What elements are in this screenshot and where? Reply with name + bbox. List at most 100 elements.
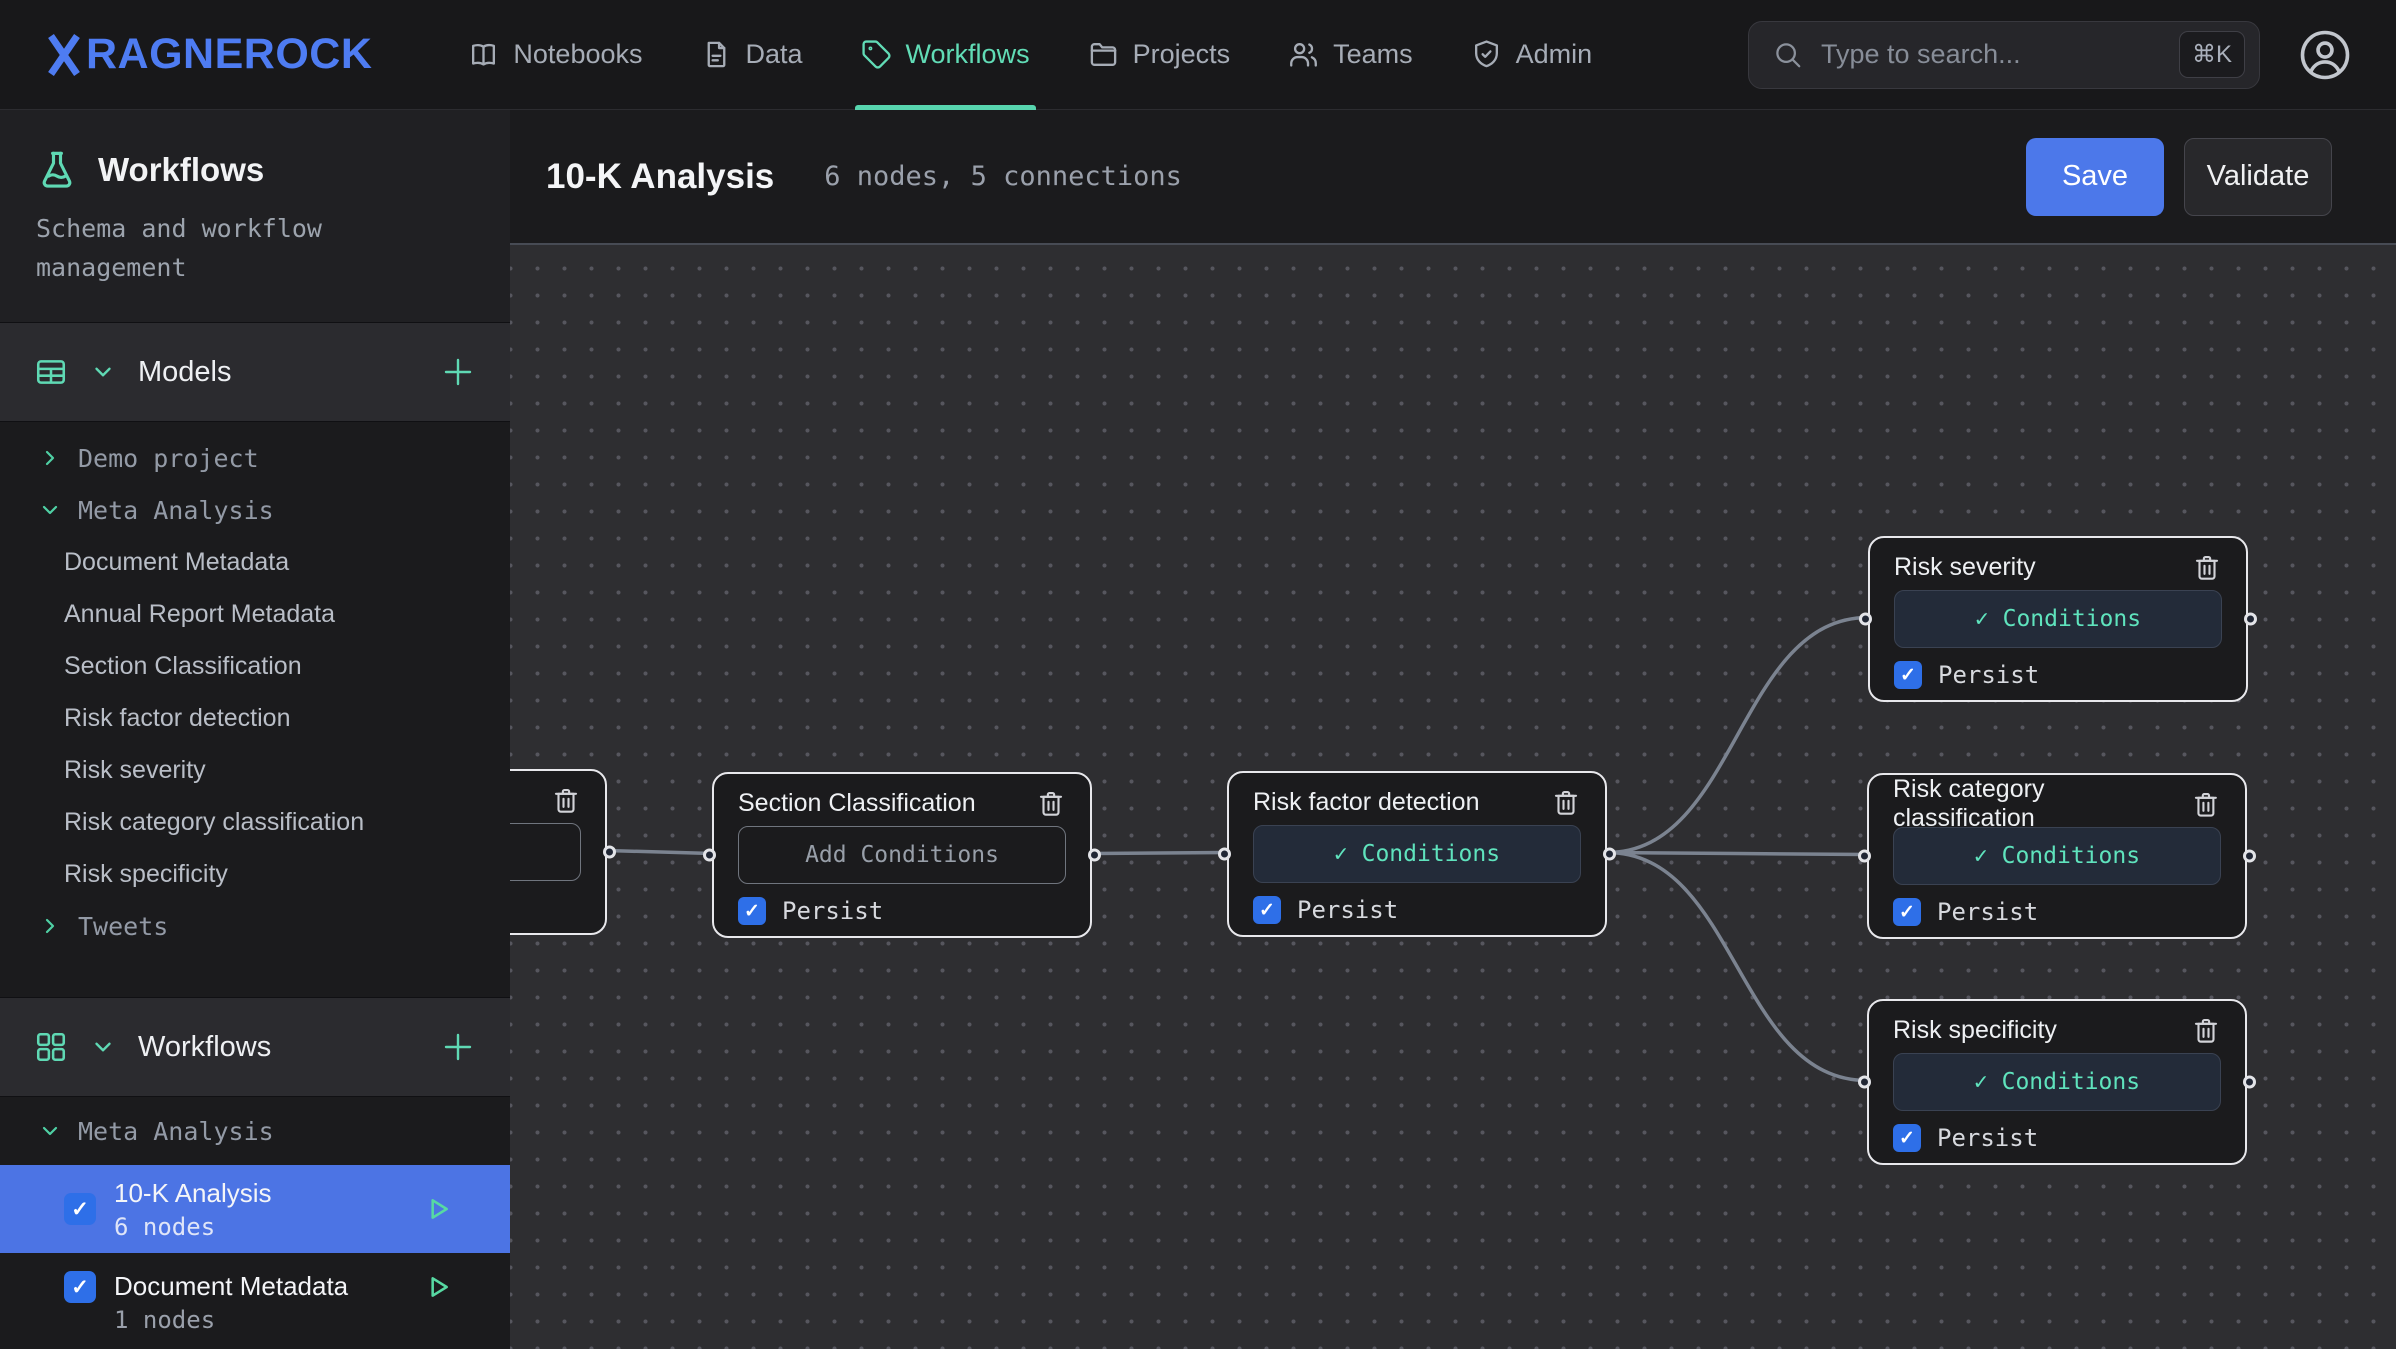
validate-button[interactable]: Validate	[2184, 137, 2332, 216]
nav-admin[interactable]: Admin	[1471, 0, 1593, 110]
add-model-button[interactable]	[440, 354, 476, 390]
tree-item-annual-report-metadata[interactable]: Annual Report Metadata	[64, 599, 336, 628]
run-workflow-icon[interactable]	[422, 1271, 454, 1303]
tree-item-demo-project[interactable]: Demo project	[0, 432, 510, 484]
nav-notebooks[interactable]: Notebooks	[468, 0, 643, 110]
tree-item-risk-specificity[interactable]: Risk specificity	[64, 859, 228, 888]
input-port[interactable]	[1859, 612, 1872, 626]
output-port[interactable]	[603, 845, 616, 859]
add-workflow-button[interactable]	[440, 1029, 476, 1065]
trash-icon[interactable]	[1036, 787, 1066, 819]
edge-risk-factor-to-risk-severity	[1605, 615, 1870, 855]
input-port[interactable]	[1858, 849, 1871, 863]
search-input[interactable]	[1821, 39, 2179, 70]
persist-checkbox[interactable]: ✓	[1894, 661, 1922, 689]
models-section-header[interactable]: Models	[0, 322, 510, 422]
tree-item-risk-factor-detection[interactable]: Risk factor detection	[64, 703, 291, 732]
workflow-checkbox[interactable]: ✓	[64, 1193, 96, 1225]
workflow-canvas[interactable]: ✓ Persist Section Classification Add Con…	[510, 245, 2396, 1349]
workflow-title: 10-K Analysis	[546, 156, 775, 196]
conditions-button[interactable]: ✓ Conditions	[1894, 590, 2222, 648]
output-port[interactable]	[2244, 612, 2257, 626]
nav-data[interactable]: Data	[701, 0, 803, 110]
run-workflow-icon[interactable]	[422, 1193, 454, 1225]
nav-label: Data	[745, 39, 803, 69]
global-search[interactable]: ⌘K	[1748, 20, 2260, 89]
node-risk-specificity[interactable]: Risk specificity ✓ Conditions ✓ Persist	[1858, 999, 2256, 1165]
trash-icon[interactable]	[2191, 788, 2221, 820]
trash-icon[interactable]	[2192, 551, 2222, 583]
output-port[interactable]	[2243, 1075, 2256, 1089]
workflow-item-title: Document Metadata	[114, 1271, 349, 1301]
node-risk-factor-detection[interactable]: Risk factor detection ✓ Conditions ✓ Per…	[1218, 771, 1616, 937]
edge-section-to-risk-factor	[1090, 850, 1229, 856]
persist-checkbox[interactable]: ✓	[1253, 896, 1281, 924]
nav-workflows[interactable]: Workflows	[854, 0, 1036, 110]
editor-header: 10-K Analysis 6 nodes, 5 connections Sav…	[510, 110, 2396, 245]
persist-label: Persist	[782, 897, 884, 925]
tree-item-meta-analysis[interactable]: Meta Analysis	[0, 484, 510, 536]
persist-checkbox[interactable]: ✓	[1893, 1124, 1921, 1152]
persist-checkbox[interactable]: ✓	[738, 897, 766, 925]
conditions-button[interactable]	[510, 823, 581, 881]
workflow-edges	[605, 615, 1870, 1083]
model-tree: Demo project Meta Analysis Document Meta…	[0, 422, 510, 952]
top-navigation: RAGNEROCK Notebooks Data Workflows Proje…	[0, 0, 2396, 110]
conditions-button[interactable]: ✓ Conditions	[1893, 827, 2221, 885]
tag-icon	[861, 40, 891, 69]
nav-projects[interactable]: Projects	[1088, 0, 1231, 110]
tree-item-document-metadata[interactable]: Document Metadata	[64, 547, 290, 576]
persist-label: Persist	[1937, 1124, 2039, 1152]
tree-item-risk-category-classification[interactable]: Risk category classification	[64, 807, 365, 836]
chevron-down-icon[interactable]	[90, 1034, 116, 1060]
trash-icon[interactable]	[2191, 1014, 2221, 1046]
persist-label: Persist	[1937, 898, 2039, 926]
trash-icon[interactable]	[551, 784, 581, 816]
edge-risk-factor-to-risk-category	[1605, 850, 1869, 857]
workflows-section-header[interactable]: Workflows	[0, 997, 510, 1097]
node-title: Risk specificity	[1893, 1015, 2057, 1044]
chevron-right-icon	[45, 450, 55, 466]
output-port[interactable]	[2243, 849, 2256, 863]
trash-icon[interactable]	[1551, 786, 1581, 818]
node-clipped[interactable]: ✓ Persist	[510, 769, 616, 935]
save-button[interactable]: Save	[2026, 137, 2164, 216]
chevron-down-icon	[42, 505, 58, 515]
nav-label: Teams	[1333, 39, 1413, 69]
search-icon	[1776, 42, 1801, 67]
workflow-group-meta-analysis[interactable]: Meta Analysis	[0, 1097, 510, 1165]
persist-checkbox[interactable]: ✓	[1893, 898, 1921, 926]
nav-label: Notebooks	[513, 39, 643, 69]
persist-label: Persist	[1297, 896, 1399, 924]
workflow-item-document-metadata[interactable]: ✓ Document Metadata 1 nodes	[0, 1253, 510, 1349]
input-port[interactable]	[703, 848, 716, 862]
node-risk-category-classification[interactable]: Risk category classification ✓ Condition…	[1858, 773, 2256, 939]
workflow-item-meta: 6 nodes	[114, 1212, 216, 1241]
add-conditions-button[interactable]: Add Conditions	[738, 826, 1066, 884]
brand-logo[interactable]: RAGNEROCK	[44, 30, 372, 79]
logo-x-icon	[48, 33, 80, 76]
conditions-button[interactable]: ✓ Conditions	[1253, 825, 1581, 883]
nav-teams[interactable]: Teams	[1288, 0, 1413, 110]
models-section-label: Models	[138, 355, 232, 388]
workflow-checkbox[interactable]: ✓	[64, 1271, 96, 1303]
persist-label: Persist	[1938, 661, 2040, 689]
tree-item-tweets[interactable]: Tweets	[0, 900, 510, 952]
input-port[interactable]	[1218, 847, 1231, 861]
chevron-down-icon[interactable]	[90, 359, 116, 385]
node-title: Risk severity	[1894, 552, 2036, 581]
sidebar: Workflows Schema and workflow management…	[0, 110, 510, 1349]
node-title: Section Classification	[738, 788, 976, 817]
node-section-classification[interactable]: Section Classification Add Conditions ✓ …	[703, 772, 1101, 938]
output-port[interactable]	[1603, 847, 1616, 861]
tree-item-risk-severity[interactable]: Risk severity	[64, 755, 206, 784]
conditions-button[interactable]: ✓ Conditions	[1893, 1053, 2221, 1111]
user-avatar[interactable]	[2298, 28, 2352, 82]
output-port[interactable]	[1088, 848, 1101, 862]
input-port[interactable]	[1858, 1075, 1871, 1089]
workflow-item-10k-analysis[interactable]: ✓ 10-K Analysis 6 nodes	[0, 1165, 510, 1253]
tree-item-section-classification[interactable]: Section Classification	[64, 651, 302, 680]
nav-label: Admin	[1515, 39, 1593, 69]
node-risk-severity[interactable]: Risk severity ✓ Conditions ✓ Persist	[1859, 536, 2257, 702]
nav-label: Projects	[1132, 39, 1231, 69]
